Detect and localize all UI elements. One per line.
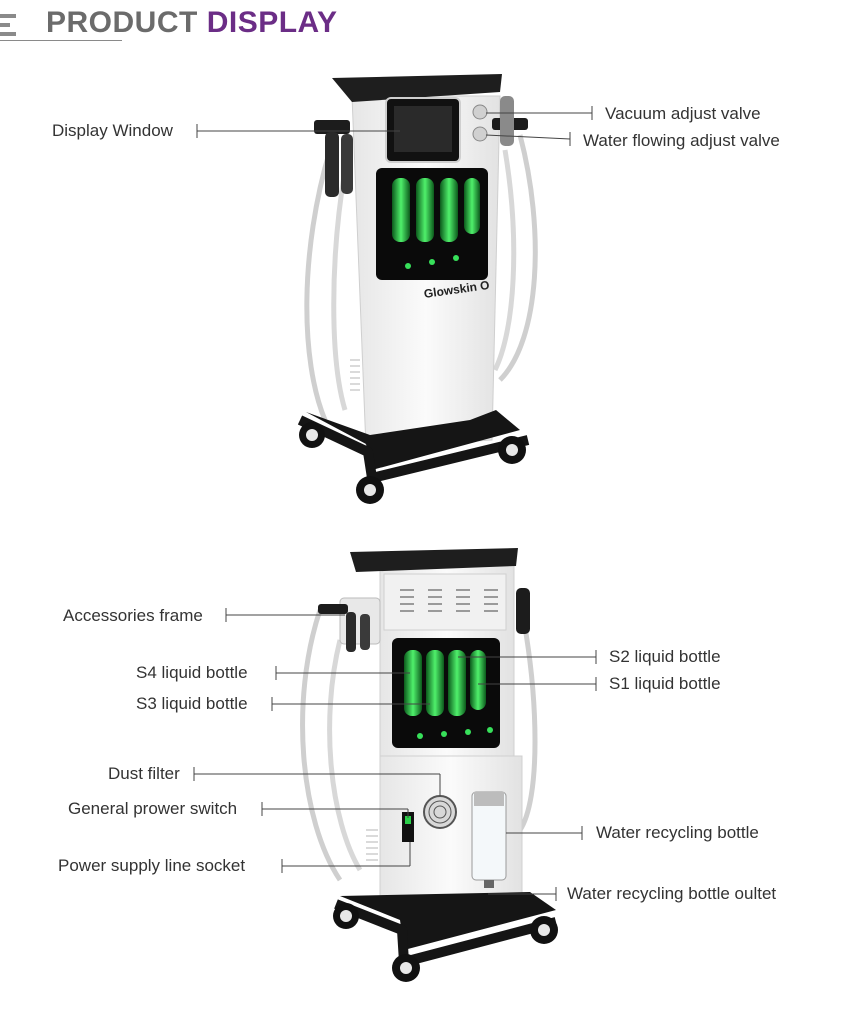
title-underline bbox=[0, 40, 122, 41]
label-s2-liquid-bottle: S2 liquid bottle bbox=[609, 647, 721, 666]
label-s1-liquid-bottle: S1 liquid bottle bbox=[609, 674, 721, 693]
title-part-display: DISPLAY bbox=[206, 6, 338, 39]
label-power-supply-line-socket: Power supply line socket bbox=[58, 856, 246, 875]
title-part-product: PRODUCT bbox=[46, 6, 198, 39]
label-display-window: Display Window bbox=[52, 121, 173, 140]
label-dust-filter: Dust filter bbox=[108, 764, 180, 783]
water-knob bbox=[472, 126, 488, 142]
front-machine bbox=[297, 74, 538, 504]
label-accessories-frame: Accessories frame bbox=[63, 606, 203, 625]
label-s3-liquid-bottle: S3 liquid bottle bbox=[136, 694, 248, 713]
back-machine bbox=[300, 548, 558, 982]
label-general-power-switch: General prower switch bbox=[68, 799, 238, 818]
label-s4-liquid-bottle: S4 liquid bottle bbox=[136, 663, 248, 682]
vacuum-knob bbox=[472, 104, 488, 120]
label-water-recycling-bottle-outlet: Water recycling bottle oultet bbox=[567, 884, 777, 903]
page-title: PRODUCT DISPLAY bbox=[46, 6, 337, 40]
label-water-recycling-bottle: Water recycling bottle bbox=[596, 823, 759, 842]
label-vacuum-adjust-valve: Vacuum adjust valve bbox=[605, 104, 761, 123]
label-water-flowing-adjust-valve: Water flowing adjust valve bbox=[583, 131, 780, 150]
menu-lines-icon bbox=[0, 14, 34, 40]
leader-lines bbox=[193, 106, 597, 901]
